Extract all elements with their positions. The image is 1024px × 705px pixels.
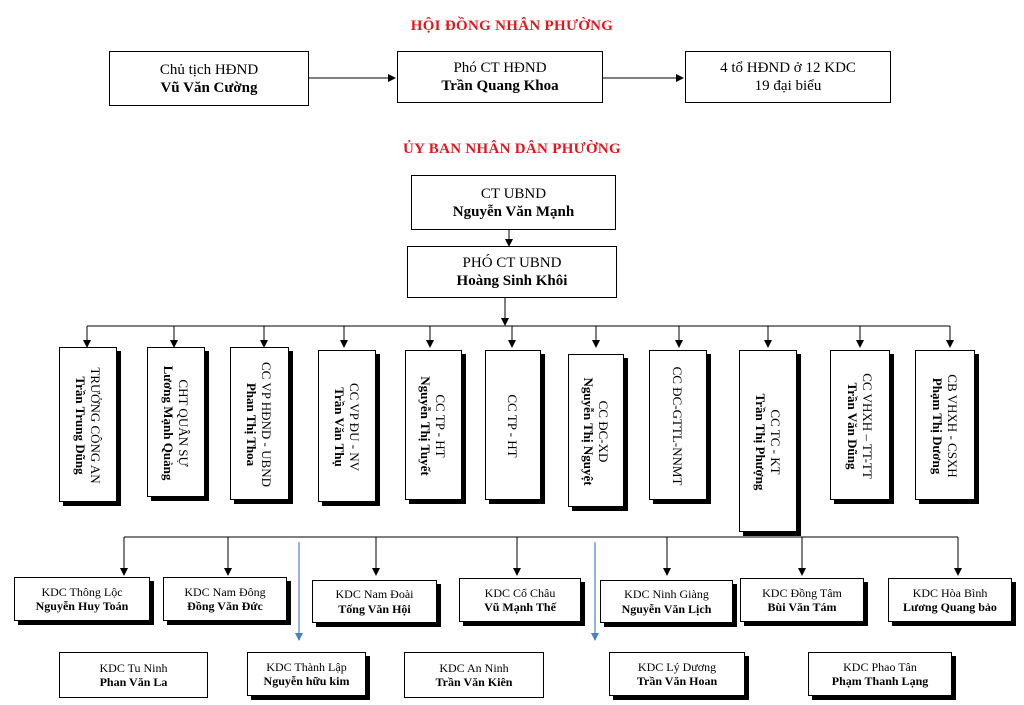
officer-role: CC VP ĐU - NV: [346, 382, 362, 472]
officer-box: CB VHXH - CSXH Phạm Thị Dương: [915, 350, 975, 500]
kdc-label: KDC An Ninh: [439, 660, 509, 675]
officer-box: CC VP HĐND - UBND Phan Thị Thoa: [230, 347, 289, 500]
officer-box: CHT QUÂN SỰ Lương Mạnh Quảng: [147, 347, 205, 497]
kdc-name: Phạm Thanh Lạng: [831, 674, 929, 688]
kdc-name: Trần Văn Hoan: [636, 674, 718, 688]
kdc-name: Vũ Mạnh Thế: [484, 600, 556, 614]
kdc-name: Trần Văn Kiên: [435, 675, 513, 689]
kdc-box: KDC Nam Đoài Tống Văn Hội: [312, 580, 437, 623]
officer-box: CC VP ĐU - NV Trần Văn Thụ: [318, 350, 376, 502]
officer-role: CHT QUÂN SỰ: [175, 379, 191, 467]
officer-name: Trần Văn Thụ: [332, 387, 347, 467]
hdnd-vice-role: Phó CT HĐND: [453, 60, 547, 76]
kdc-box: KDC Hòa Bình Lương Quang bảo: [888, 578, 1012, 622]
kdc-box: KDC Thành Lập Nguyễn hữu kim: [247, 652, 366, 696]
officer-name: Phan Thị Thoa: [244, 382, 260, 467]
officer-name: Nguyễn Thị Nguyệt: [581, 377, 596, 486]
officer-box: CC TP - HT: [485, 350, 541, 500]
kdc-label: KDC Đồng Tâm: [762, 585, 842, 600]
officer-name: Trần Thị Phượng: [753, 393, 768, 491]
officer-role: CC ĐC-GTTL-NNMT: [670, 366, 686, 486]
kdc-box: KDC Lý Dương Trần Văn Hoan: [609, 652, 745, 696]
kdc-label: KDC Tu Ninh: [99, 660, 168, 675]
officer-box: TRƯỞNG CÔNG AN Trần Trung Dũng: [59, 347, 117, 502]
kdc-label: KDC Thành Lập: [266, 659, 347, 674]
hdnd-groups-box: 4 tổ HĐND ở 12 KDC 19 đại biểu: [685, 51, 891, 103]
kdc-box: KDC Đồng Tâm Bùi Văn Tám: [740, 578, 864, 622]
hdnd-groups-line1: 4 tổ HĐND ở 12 KDC: [720, 60, 856, 76]
officer-role: CC TP - HT: [433, 394, 449, 458]
officer-role: CB VHXH - CSXH: [944, 374, 960, 478]
kdc-label: KDC Ninh Giàng: [624, 587, 709, 602]
kdc-name: Nguyễn Văn Lịch: [621, 601, 712, 616]
ubnd-title: ỦY BAN NHÂN DÂN PHƯỜNG: [403, 141, 621, 157]
officer-role: TRƯỞNG CÔNG AN: [87, 367, 103, 484]
hdnd-chairman-name: Vũ Văn Cường: [160, 79, 258, 96]
ubnd-chairman-role: CT UBND: [480, 185, 547, 202]
officer-role: CC TC - KT: [767, 409, 783, 475]
hdnd-vice-name: Trần Quang Khoa: [441, 78, 559, 94]
officer-name: Nguyễn Thị Tuyết: [418, 376, 434, 476]
hdnd-chairman-role: Chủ tịch HĐND: [159, 61, 259, 78]
officer-box: CC ĐC-GTTL-NNMT: [649, 350, 707, 500]
hdnd-chairman-box: Chủ tịch HĐND Vũ Văn Cường: [109, 51, 309, 106]
kdc-box: KDC An Ninh Trần Văn Kiên: [404, 652, 544, 698]
kdc-label: KDC Cổ Châu: [484, 585, 556, 600]
officer-role: CC VHXH – TT-TT: [859, 373, 875, 479]
officer-box: CC TC - KT Trần Thị Phượng: [739, 350, 797, 532]
kdc-label: KDC Nam Đoài: [335, 587, 414, 602]
kdc-box: KDC Thông Lộc Nguyễn Huy Toán: [14, 577, 150, 621]
officer-name: Trần Trung Dũng: [73, 376, 88, 475]
kdc-label: KDC Thông Lộc: [41, 584, 123, 599]
ubnd-vice-box: PHÓ CT UBND Hoàng Sinh Khôi: [407, 246, 617, 298]
officer-role: CC ĐC-XD: [595, 400, 611, 463]
kdc-name: Nguyễn Huy Toán: [35, 599, 129, 613]
kdc-label: KDC Phao Tân: [843, 659, 917, 674]
ubnd-vice-name: Hoàng Sinh Khôi: [456, 273, 568, 289]
kdc-box: KDC Phao Tân Phạm Thanh Lạng: [808, 652, 952, 696]
hdnd-groups-line2: 19 đại biểu: [754, 78, 822, 94]
kdc-name: Đồng Văn Đức: [187, 599, 263, 613]
kdc-box: KDC Ninh Giàng Nguyễn Văn Lịch: [600, 580, 733, 623]
kdc-box: KDC Cổ Châu Vũ Mạnh Thế: [459, 578, 581, 622]
hdnd-title: HỘI ĐỒNG NHÂN PHƯỜNG: [410, 18, 614, 34]
officer-name: Trần Văn Dũng: [845, 382, 860, 470]
kdc-label: KDC Nam Đông: [184, 584, 266, 599]
hdnd-vice-box: Phó CT HĐND Trần Quang Khoa: [397, 51, 603, 103]
kdc-label: KDC Hòa Bình: [912, 585, 988, 600]
kdc-label: KDC Lý Dương: [637, 659, 717, 674]
officer-name: Phạm Thị Dương: [930, 377, 945, 475]
kdc-name: Phan Văn La: [99, 675, 168, 689]
kdc-name: Lương Quang bảo: [903, 600, 997, 614]
kdc-name: Nguyễn hữu kim: [263, 674, 350, 688]
ubnd-vice-role: PHÓ CT UBND: [462, 255, 562, 271]
kdc-name: Tống Văn Hội: [338, 601, 411, 616]
officer-role: CC VP HĐND - UBND: [259, 362, 275, 487]
officer-box: CC TP - HT Nguyễn Thị Tuyết: [405, 350, 462, 500]
officer-role: CC TP - HT: [505, 394, 521, 458]
kdc-box: KDC Nam Đông Đồng Văn Đức: [163, 577, 287, 621]
officer-box: CC VHXH – TT-TT Trần Văn Dũng: [830, 350, 890, 500]
officer-name: Lương Mạnh Quảng: [161, 365, 176, 481]
kdc-box: KDC Tu Ninh Phan Văn La: [59, 652, 208, 698]
officer-box: CC ĐC-XD Nguyễn Thị Nguyệt: [568, 354, 624, 507]
kdc-name: Bùi Văn Tám: [767, 600, 837, 614]
ubnd-chairman-name: Nguyễn Văn Mạnh: [452, 203, 575, 220]
ubnd-chairman-box: CT UBND Nguyễn Văn Mạnh: [411, 175, 616, 230]
